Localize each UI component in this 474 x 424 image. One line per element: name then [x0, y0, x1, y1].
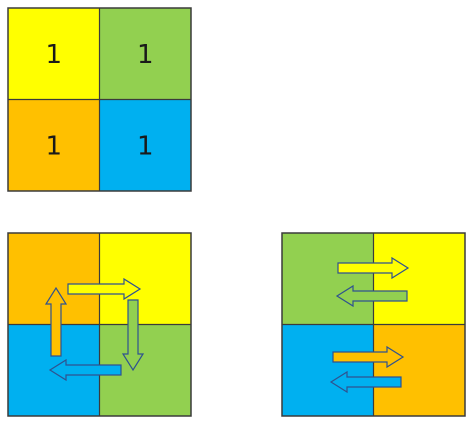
arrow-bottom-right-icon [332, 345, 405, 369]
cell-top-right [99, 8, 191, 100]
cell-top-right [373, 233, 465, 325]
arrow-right-icon [67, 277, 142, 301]
cell-bottom-left [282, 324, 374, 416]
arrow-up-icon [44, 286, 68, 357]
arrow-down-icon [121, 299, 145, 372]
grid-swap [281, 232, 466, 417]
grid-border [7, 232, 192, 417]
grid-top: 1 1 1 1 [7, 7, 192, 192]
cell-value: 1 [137, 40, 154, 70]
grid-border [281, 232, 466, 417]
cell-value: 1 [45, 40, 62, 70]
grid-rotate [7, 232, 192, 417]
arrow-top-right-icon [337, 256, 410, 280]
cell-bottom-right [373, 324, 465, 416]
cell-bottom-left [8, 99, 100, 191]
cell-value: 1 [45, 131, 62, 161]
cell-top-left [282, 233, 374, 325]
arrow-top-left-icon [335, 284, 408, 308]
cell-top-right [99, 233, 191, 325]
arrow-bottom-left-icon [329, 370, 402, 394]
grid-border [7, 7, 192, 192]
cell-value: 1 [137, 131, 154, 161]
arrow-left-icon [48, 358, 122, 382]
cell-bottom-right [99, 99, 191, 191]
cell-top-left [8, 8, 100, 100]
